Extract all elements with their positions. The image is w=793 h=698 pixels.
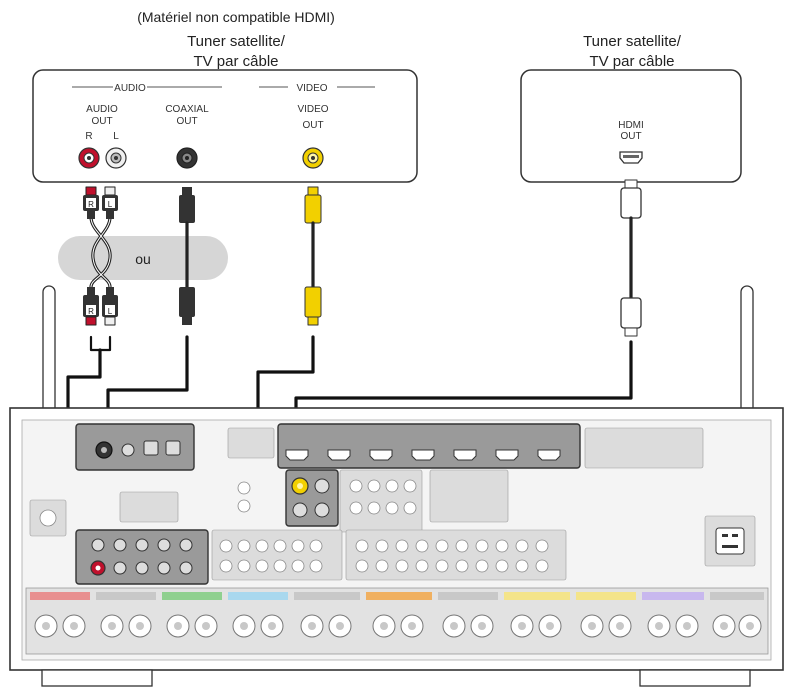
hdmi-in-4-port[interactable] [411, 449, 435, 461]
audio-group-label: AUDIO [114, 83, 146, 94]
video-in-jack-3 [292, 502, 308, 518]
av-receiver [9, 285, 784, 687]
preout-cluster [345, 529, 567, 581]
rca-plug-l-top[interactable]: L [102, 186, 118, 219]
right-device: Tuner satellite/ TV par câble HDMI OUT [520, 33, 742, 183]
video-out-label-line1: VIDEO [297, 104, 328, 115]
hdmi-in-2-port[interactable] [327, 449, 351, 461]
video-input-block [285, 469, 339, 527]
hdmi-out-label-line1: HDMI [618, 120, 644, 131]
rca-plug-r-top[interactable]: R [83, 186, 99, 219]
left-device: (Matériel non compatible HDMI) Tuner sat… [32, 9, 418, 183]
speaker-terminal-strip [25, 587, 769, 655]
left-foot [41, 669, 153, 687]
network-port-cluster [227, 427, 275, 459]
rs232-port-cluster [119, 491, 179, 523]
misc-port-cluster-top [584, 427, 704, 469]
audio-out-label-line2: OUT [91, 116, 112, 127]
coaxial-in-jack[interactable] [95, 441, 113, 459]
rca-plug-l-bottom[interactable]: L [102, 287, 118, 326]
audio-out-r-jack[interactable] [78, 147, 100, 169]
hdmi-out-port[interactable] [619, 151, 643, 164]
channel-l-label: L [113, 131, 119, 142]
hdmi-in-7-port[interactable] [537, 449, 561, 461]
right-device-title-line1: Tuner satellite/ [583, 33, 682, 50]
right-device-title-line2: TV par câble [589, 53, 674, 70]
rca-plug-l-top-label: L [108, 200, 113, 209]
hdmi-out-label-line2: OUT [620, 131, 641, 142]
component-video-cluster [339, 469, 423, 533]
coaxial-in-jack-2 [121, 443, 135, 457]
coaxial-out-label-line2: OUT [176, 116, 197, 127]
analog-audio-input-block [75, 529, 209, 585]
optical-in-1 [143, 440, 159, 456]
video-in-jack[interactable] [291, 477, 309, 495]
hdmi-in-1-port[interactable] [285, 449, 309, 461]
rca-plug-r-top-label: R [88, 200, 94, 209]
analog-input-cluster [211, 529, 343, 581]
ac-inlet-icon [715, 527, 745, 555]
digital-audio-input-block [75, 423, 195, 471]
video-out-label-line2: OUT [302, 120, 323, 131]
audio-in-r-jack[interactable] [90, 560, 106, 576]
hdmi-in-5-port[interactable] [453, 449, 477, 461]
coaxial-out-jack[interactable] [176, 147, 198, 169]
monitor-out-cluster [429, 469, 509, 523]
or-label: ou [135, 251, 151, 267]
video-out-jack[interactable] [302, 147, 324, 169]
channel-r-label: R [85, 131, 92, 142]
video-in-jack-2 [314, 478, 330, 494]
left-device-note: (Matériel non compatible HDMI) [137, 9, 335, 25]
audio-out-l-jack[interactable] [105, 147, 127, 169]
optical-in-2 [165, 440, 181, 456]
rca-plug-l-bottom-label: L [108, 307, 113, 316]
left-device-title-line2: TV par câble [193, 53, 278, 70]
video-group-label: VIDEO [296, 83, 327, 94]
hdmi-in-6-port[interactable] [495, 449, 519, 461]
right-foot [639, 669, 751, 687]
stereo-rca-cable [89, 215, 112, 289]
rca-plug-r-bottom[interactable]: R [83, 287, 99, 326]
audio-out-label-line1: AUDIO [86, 104, 118, 115]
video-in-jack-4 [314, 502, 330, 518]
rca-plug-r-bottom-label: R [88, 307, 94, 316]
hdmi-in-3-port[interactable] [369, 449, 393, 461]
hdmi-input-block [277, 423, 581, 469]
left-device-title-line1: Tuner satellite/ [187, 33, 286, 50]
coaxial-out-label-line1: COAXIAL [165, 104, 209, 115]
